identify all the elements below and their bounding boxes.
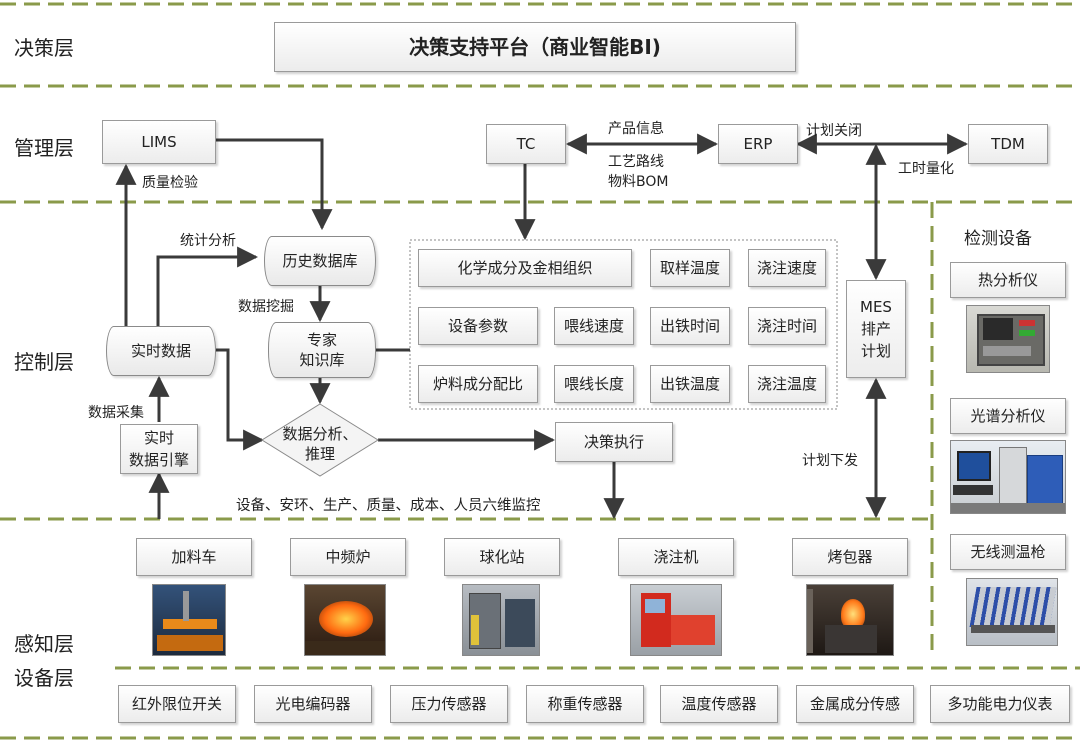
lims-box: LIMS bbox=[102, 120, 216, 164]
charging-car-photo bbox=[152, 584, 226, 656]
erp-box: ERP bbox=[718, 124, 798, 164]
param-tap-temp: 出铁温度 bbox=[650, 365, 730, 403]
stat-analysis-label: 统计分析 bbox=[180, 233, 236, 249]
decision-platform-box: 决策支持平台（商业智能BI) bbox=[274, 22, 796, 72]
detect-title: 检测设备 bbox=[964, 229, 1032, 249]
param-pour-time: 浇注时间 bbox=[748, 307, 826, 345]
data-mining-label: 数据挖掘 bbox=[238, 299, 294, 315]
param-tap-time: 出铁时间 bbox=[650, 307, 730, 345]
param-region bbox=[409, 239, 838, 410]
tc-erp-label-bottom: 工艺路线 物料BOM bbox=[608, 154, 669, 190]
data-collect-label: 数据采集 bbox=[88, 405, 144, 421]
detect-thermometer-box: 无线测温枪 bbox=[950, 534, 1066, 570]
layer-label-decision: 决策层 bbox=[14, 36, 74, 60]
equipment-spheroid-station: 球化站 bbox=[444, 538, 560, 576]
analysis-label: 数据分析、 推理 bbox=[282, 425, 358, 463]
mf-furnace-photo bbox=[304, 584, 386, 656]
tc-box: TC bbox=[486, 124, 566, 164]
sensor-ir-limit-switch: 红外限位开关 bbox=[118, 685, 236, 723]
sensor-temperature: 温度传感器 bbox=[660, 685, 778, 723]
ladle-heater-photo bbox=[806, 584, 894, 656]
param-charge-ratio: 炉料成分配比 bbox=[418, 365, 538, 403]
sensor-photo-encoder: 光电编码器 bbox=[254, 685, 372, 723]
param-feed-length: 喂线长度 bbox=[554, 365, 634, 403]
erp-tdm-label-bottom: 工时量化 bbox=[898, 161, 954, 177]
tc-erp-label-top: 产品信息 bbox=[608, 121, 664, 137]
pouring-machine-photo bbox=[630, 584, 722, 656]
realtime-engine-box: 实时 数据引擎 bbox=[120, 424, 198, 474]
param-pour-speed: 浇注速度 bbox=[748, 249, 826, 287]
thermal-analyzer-photo bbox=[966, 305, 1050, 373]
plan-issue-label: 计划下发 bbox=[802, 453, 858, 469]
history-db-cylinder: 历史数据库 bbox=[264, 236, 376, 286]
param-sampling-temp: 取样温度 bbox=[650, 249, 730, 287]
sensor-weighing: 称重传感器 bbox=[526, 685, 644, 723]
layer-label-sensing: 感知层 bbox=[14, 632, 74, 656]
spectrum-analyzer-photo bbox=[950, 440, 1066, 514]
detect-spectrum-box: 光谱分析仪 bbox=[950, 398, 1066, 434]
six-dim-label: 设备、安环、生产、质量、成本、人员六维监控 bbox=[236, 498, 541, 514]
analysis-diamond bbox=[261, 403, 379, 477]
sensor-power-meter: 多功能电力仪表 bbox=[930, 685, 1070, 723]
expert-kb-cylinder: 专家 知识库 bbox=[268, 322, 376, 378]
sensor-pressure: 压力传感器 bbox=[390, 685, 508, 723]
wireless-thermometer-photo bbox=[966, 578, 1058, 646]
mes-box: MES 排产 计划 bbox=[846, 280, 906, 378]
realtime-data-cylinder: 实时数据 bbox=[106, 326, 216, 376]
equipment-pouring-machine: 浇注机 bbox=[618, 538, 734, 576]
param-chemistry: 化学成分及金相组织 bbox=[418, 249, 632, 287]
spheroid-station-photo bbox=[462, 584, 540, 656]
tdm-box: TDM bbox=[968, 124, 1048, 164]
erp-tdm-label-top: 计划关闭 bbox=[806, 123, 862, 139]
layer-label-management: 管理层 bbox=[14, 136, 74, 160]
param-pour-temp: 浇注温度 bbox=[748, 365, 826, 403]
layer-label-control: 控制层 bbox=[14, 350, 74, 374]
sensor-metal-composition: 金属成分传感 bbox=[796, 685, 914, 723]
quality-check-label: 质量检验 bbox=[142, 175, 198, 191]
param-equipment: 设备参数 bbox=[418, 307, 538, 345]
param-feed-speed: 喂线速度 bbox=[554, 307, 634, 345]
detect-thermal-box: 热分析仪 bbox=[950, 262, 1066, 298]
equipment-charging-car: 加料车 bbox=[136, 538, 252, 576]
equipment-mf-furnace: 中频炉 bbox=[290, 538, 406, 576]
equipment-ladle-heater: 烤包器 bbox=[792, 538, 908, 576]
execute-box: 决策执行 bbox=[555, 422, 673, 462]
layer-label-device: 设备层 bbox=[14, 666, 74, 690]
